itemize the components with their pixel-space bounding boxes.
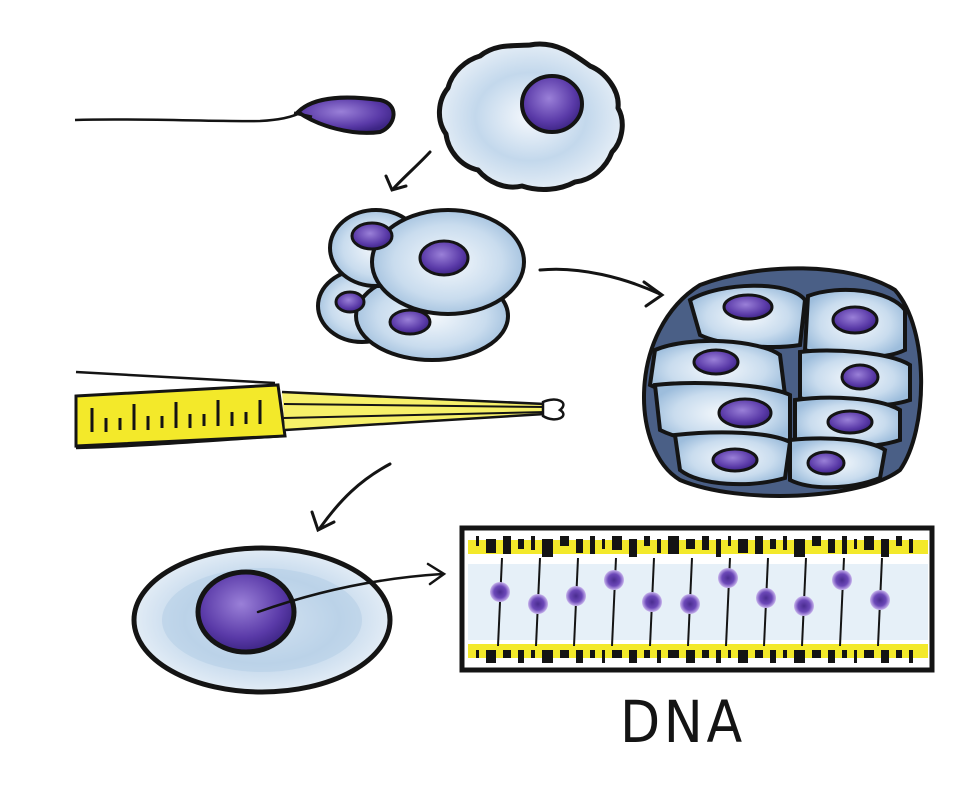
- dna-tick-top: [602, 539, 605, 549]
- dna-tick-top: [864, 536, 874, 550]
- dna-tick-bottom: [518, 650, 524, 663]
- dna-tick-bottom: [686, 650, 695, 663]
- sperm-head: [294, 95, 396, 135]
- dna-tick-top: [909, 539, 913, 553]
- dna-tick-top: [812, 536, 821, 546]
- dna-tick-bottom: [486, 650, 496, 663]
- dna-tick-bottom: [828, 650, 835, 663]
- dna-tick-top: [476, 536, 479, 546]
- syringe-barrel: [74, 383, 287, 448]
- dna-tick-bottom: [909, 650, 913, 663]
- dna-tick-top: [503, 536, 511, 554]
- dna-tick-top: [702, 536, 709, 550]
- micropipette: [74, 370, 565, 450]
- dna-tick-bottom: [755, 650, 763, 658]
- dna-tick-bottom: [854, 650, 857, 663]
- dna-backbone-ticks: [476, 536, 913, 663]
- dna-tick-bottom: [881, 650, 889, 663]
- dna-tick-top: [728, 536, 731, 546]
- dna-tick-top: [783, 536, 787, 550]
- dna-tick-bottom: [629, 650, 637, 663]
- dna-tick-top: [716, 539, 721, 557]
- dna-tick-top: [770, 539, 776, 549]
- dna-tick-bottom: [728, 650, 731, 658]
- dna-tick-bottom: [794, 650, 805, 663]
- dna-tick-top: [794, 539, 805, 557]
- dna-tick-bottom: [812, 650, 821, 658]
- dna-tick-top: [590, 536, 595, 554]
- dna-tick-top: [657, 539, 661, 553]
- dna-tick-bottom: [896, 650, 902, 658]
- sperm-tail: [74, 110, 303, 123]
- arrow-pipette-to-cell: [310, 462, 392, 533]
- dna-tick-top: [629, 539, 637, 557]
- dna-base-pairs: [490, 557, 890, 647]
- dna-tick-bottom: [716, 650, 721, 663]
- dna-base-dot: [566, 586, 586, 606]
- dna-tick-top: [686, 539, 695, 549]
- dna-tick-top: [828, 539, 835, 553]
- dna-tick-top: [542, 539, 553, 557]
- dna-base-dot: [528, 594, 548, 614]
- dna-tick-top: [668, 536, 679, 554]
- syringe-scale: [90, 400, 262, 432]
- sperm-cell: [74, 95, 396, 135]
- dna-tick-top: [486, 539, 496, 553]
- dna-base-dot: [718, 568, 738, 588]
- egg-cell: [437, 41, 625, 192]
- somatic-cell-nucleus: [195, 569, 297, 655]
- dna-tick-top: [738, 539, 748, 553]
- arrow-nucleus-to-dna: [256, 562, 447, 614]
- pipette-needle: [281, 390, 565, 432]
- dna-tick-bottom: [738, 650, 748, 663]
- dna-tick-bottom: [476, 650, 479, 658]
- dna-tick-bottom: [702, 650, 709, 658]
- dna-tick-top: [612, 536, 622, 550]
- dna-tick-top: [576, 539, 583, 553]
- dna-tick-top: [531, 536, 535, 550]
- dna-base-dot: [756, 588, 776, 608]
- dna-base-dot: [832, 570, 852, 590]
- egg-nucleus: [520, 74, 584, 134]
- dna-tick-bottom: [783, 650, 787, 658]
- dna-tick-bottom: [576, 650, 583, 663]
- dna-tick-bottom: [612, 650, 622, 658]
- dna-tick-bottom: [560, 650, 569, 658]
- dna-tick-top: [896, 536, 902, 546]
- dna-tick-top: [644, 536, 650, 546]
- dna-tick-bottom: [531, 650, 535, 658]
- dna-tick-top: [842, 536, 847, 554]
- dna-base-dot: [642, 592, 662, 612]
- dna-tick-bottom: [770, 650, 776, 663]
- dna-tick-top: [518, 539, 524, 549]
- somatic-cell: [131, 545, 393, 695]
- dna-base-dot: [604, 570, 624, 590]
- dna-base-dot: [490, 582, 510, 602]
- dna-tick-top: [881, 539, 889, 557]
- blastocyst: [642, 266, 924, 499]
- dna-tick-top: [755, 536, 763, 554]
- dna-tick-top: [854, 539, 857, 549]
- dna-tick-bottom: [542, 650, 553, 663]
- arrow-egg-to-embryo: [384, 150, 432, 192]
- dna-tick-bottom: [657, 650, 661, 663]
- arrow-embryo-to-blastocyst: [538, 267, 665, 308]
- dna-tick-bottom: [842, 650, 847, 658]
- dna-tick-bottom: [602, 650, 605, 663]
- dna-tick-bottom: [644, 650, 650, 658]
- dna-base-dot: [680, 594, 700, 614]
- dna-tick-bottom: [590, 650, 595, 658]
- dna-label: DNA: [620, 688, 746, 756]
- dna-base-dot: [870, 590, 890, 610]
- four-cell-embryo: [316, 208, 526, 362]
- dna-strip: [459, 525, 935, 673]
- dna-tick-bottom: [864, 650, 874, 658]
- dna-base-dot: [794, 596, 814, 616]
- dna-tick-bottom: [503, 650, 511, 658]
- dna-tick-bottom: [668, 650, 679, 658]
- dna-tick-top: [560, 536, 569, 546]
